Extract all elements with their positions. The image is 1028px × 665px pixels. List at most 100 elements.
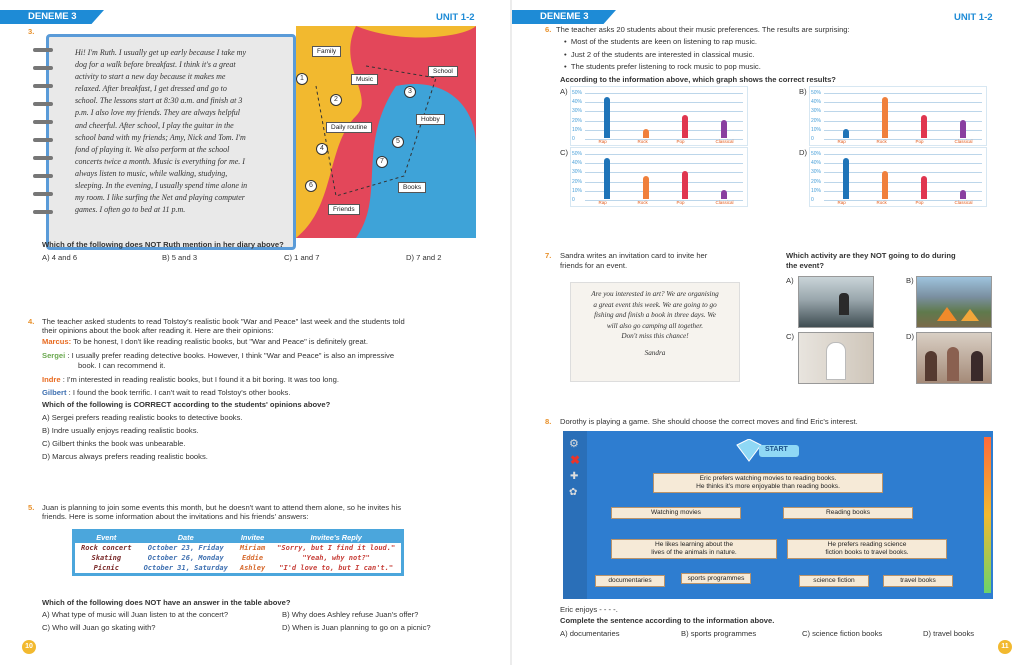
camping-photo[interactable] <box>916 276 992 328</box>
bar-rap <box>842 157 849 199</box>
clue-science-fiction: He prefers reading science fiction books… <box>787 539 947 559</box>
opinion-text: : I usually prefer reading detective boo… <box>67 351 395 360</box>
q5-option-a[interactable]: A) What type of music will Juan listen t… <box>42 610 229 619</box>
y-tick-label: 50% <box>572 151 583 157</box>
puzzle-icon[interactable]: ✚ <box>570 471 579 482</box>
opinion-name: Gilbert <box>42 388 67 397</box>
chart-option-a-letter[interactable]: A) <box>560 87 568 96</box>
bar-rock <box>881 171 888 199</box>
chart-option-b-letter[interactable]: B) <box>799 87 807 96</box>
y-tick-label: 20% <box>811 178 822 185</box>
q6-bullet: • Just 2 of the students are interested … <box>564 50 755 59</box>
start-label: START <box>765 446 788 453</box>
x-tick-label: Classical <box>954 139 973 144</box>
opinion-text: : I'm interested in reading realistic bo… <box>62 375 339 384</box>
photo-option-b-letter[interactable]: B) <box>906 276 914 285</box>
q5-option-d[interactable]: D) When is Juan planning to go on a picn… <box>282 623 431 632</box>
chart-option-c-letter[interactable]: C) <box>560 148 569 157</box>
card-line: Don't miss this chance! <box>621 332 689 340</box>
invitations-table: Event Date Invitee Invitee's Reply Rock … <box>72 529 405 576</box>
opinion-name: Marcus: <box>42 337 72 346</box>
q4-option-b[interactable]: B) Indre usually enjoys reading realisti… <box>42 426 199 435</box>
q8-option-a[interactable]: A) documentaries <box>560 629 620 638</box>
q3-option-b[interactable]: B) 5 and 3 <box>162 253 198 262</box>
art-class-photo[interactable] <box>916 332 992 384</box>
q8-enjoys: Eric enjoys - - - -. <box>560 605 618 614</box>
reading-photo[interactable] <box>798 332 874 384</box>
choice-science-fiction[interactable]: science fiction <box>799 575 869 587</box>
diary-line: Hi! I'm Ruth. I usually get up early bec… <box>75 48 246 57</box>
table-cell: October 26, Monday <box>147 554 224 562</box>
q5-option-c[interactable]: C) Who will Juan go skating with? <box>42 623 156 632</box>
table-cell: Picnic <box>93 564 119 572</box>
q4-option-d[interactable]: D) Marcus always prefers reading realist… <box>42 452 208 461</box>
q7-intro-line: Sandra writes an invitation card to invi… <box>560 251 708 260</box>
gear-icon[interactable]: ⚙ <box>569 438 579 450</box>
fishing-photo[interactable] <box>798 276 874 328</box>
page-number: 11 <box>998 640 1012 654</box>
table-cell: Skating <box>91 554 122 562</box>
start-gem[interactable]: START <box>733 438 803 463</box>
diary-notebook <box>46 34 296 250</box>
choice-documentaries[interactable]: documentaries <box>595 575 665 587</box>
y-tick-label: 20% <box>572 178 583 185</box>
table-cell: "Yeah, why not?" <box>302 554 370 562</box>
q5-intro-line: friends. Here is some information about … <box>42 512 309 521</box>
table-cell: Ashley <box>239 564 266 572</box>
choice-sports-programmes[interactable]: sports programmes <box>681 573 751 584</box>
choice-reading-books[interactable]: Reading books <box>783 507 913 519</box>
clue-line: lives of the animals in nature. <box>651 549 737 556</box>
page-number: 10 <box>22 640 36 654</box>
diary-line: and cheerful. After school, I play the g… <box>75 120 234 130</box>
photo-option-a-letter[interactable]: A) <box>786 276 794 285</box>
ring <box>33 156 53 160</box>
x-tick-label: Classical <box>715 200 734 205</box>
clue-animals: He likes learning about the lives of the… <box>611 539 777 559</box>
photo-option-d-letter[interactable]: D) <box>906 332 915 341</box>
ring <box>33 210 53 214</box>
q4-intro-line: The teacher asked students to read Tolst… <box>42 317 405 326</box>
q8-option-b[interactable]: B) sports programmes <box>681 629 757 638</box>
x-tick-label: Rock <box>876 200 887 205</box>
ring <box>33 174 53 178</box>
close-icon[interactable]: ✖ <box>570 453 581 467</box>
person-shape <box>827 343 845 379</box>
map-label-daily-routine: Daily routine <box>326 122 373 133</box>
ring <box>33 102 53 106</box>
q3-option-a[interactable]: A) 4 and 6 <box>42 253 78 262</box>
y-tick-label: 10% <box>811 187 822 194</box>
chart-option-d-letter[interactable]: D) <box>799 148 808 157</box>
q3-option-c[interactable]: C) 1 and 7 <box>284 253 320 262</box>
q3-number: 3. <box>28 27 35 36</box>
choice-travel-books[interactable]: travel books <box>883 575 953 587</box>
clue-line: He likes learning about the <box>654 541 734 548</box>
opinion-text: To be honest, I don't like reading reali… <box>73 337 368 346</box>
q8-option-c[interactable]: C) science fiction books <box>802 629 883 638</box>
q5-option-b[interactable]: B) Why does Ashley refuse Juan's offer? <box>282 610 419 619</box>
gridline <box>585 163 743 165</box>
x-tick-label: Classical <box>954 200 973 205</box>
q7-intro-line: friends for an event. <box>560 261 628 270</box>
diary-line: games. I often go to bed at 11 p.m. <box>75 205 186 215</box>
diary-line: school. The lessons start at 8:30 a.m. a… <box>75 96 243 106</box>
q6-number: 6. <box>545 25 552 34</box>
header-tab: DENEME 3 <box>0 10 104 24</box>
photo-option-c-letter[interactable]: C) <box>786 332 795 341</box>
table-cell: "I'd love to, but I can't." <box>279 564 394 572</box>
settings-icon[interactable]: ✿ <box>569 487 578 498</box>
q4-option-c[interactable]: C) Gilbert thinks the book was unbearabl… <box>42 439 186 448</box>
y-tick-label: 10% <box>572 126 583 133</box>
q8-option-d[interactable]: D) travel books <box>923 629 975 638</box>
bar-classical <box>959 189 966 199</box>
choice-watching-movies[interactable]: Watching movies <box>611 507 741 519</box>
diamond-icon <box>736 438 799 462</box>
gridline <box>824 111 982 113</box>
opinion-name: Sergei <box>42 351 66 360</box>
left-page: DENEME 3 UNIT 1-2 3. Family Music School… <box>0 0 510 665</box>
q4-option-a[interactable]: A) Sergei prefers reading realistic book… <box>42 413 243 422</box>
q3-option-d[interactable]: D) 7 and 2 <box>406 253 442 262</box>
